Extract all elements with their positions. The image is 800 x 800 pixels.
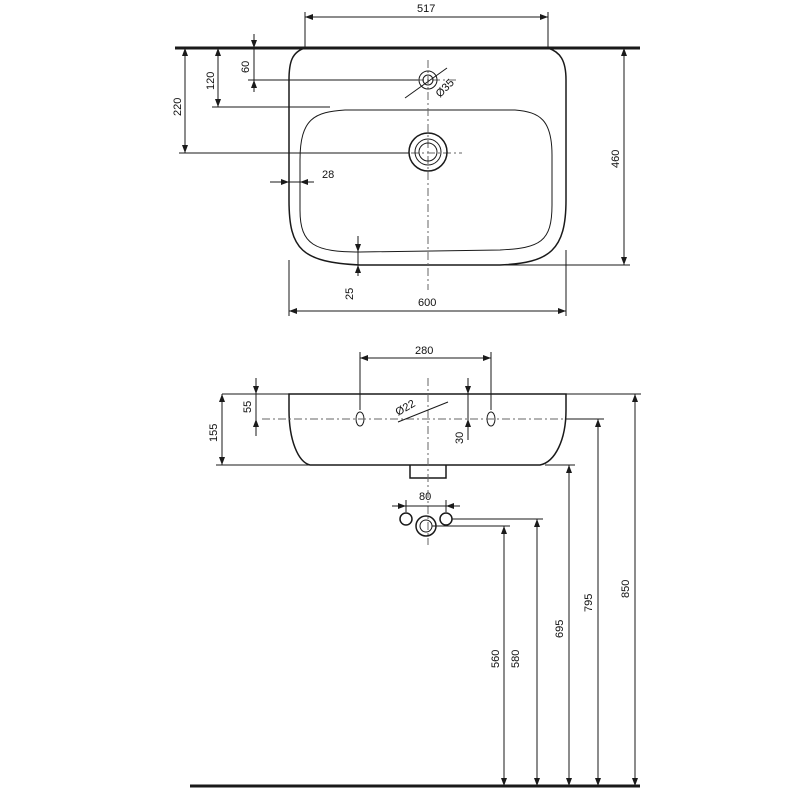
top-view: Ø35 517 600 460 60 xyxy=(172,3,640,316)
fixing-diameter-leader xyxy=(397,401,449,423)
dim-580-label: 580 xyxy=(510,650,522,668)
dim-155-arrow-top xyxy=(219,394,225,402)
front-view: Ø22 30 280 55 155 8 xyxy=(190,345,641,788)
dim-220-arrow-top xyxy=(182,48,188,56)
waste-connection-inner xyxy=(419,519,433,533)
dim-795-arrow-top xyxy=(595,419,601,427)
dim-25-label: 25 xyxy=(344,288,356,300)
supply-hot xyxy=(399,512,413,526)
dim-80-arrow-left xyxy=(398,503,406,509)
dim-580-arrow-top xyxy=(534,519,540,527)
drain-middle xyxy=(414,138,442,166)
dim-55-label: 55 xyxy=(242,401,254,413)
dim-600-label: 600 xyxy=(418,297,436,309)
dim-80-label: 80 xyxy=(419,491,431,503)
dim-460-arrow-top xyxy=(621,48,627,56)
dim-25-arrow-bottom xyxy=(355,265,361,273)
drain-outer xyxy=(408,132,448,172)
dim-30-arrow-bottom xyxy=(465,419,471,427)
dim-280-arrow-right xyxy=(483,355,491,361)
dim-517-label: 517 xyxy=(417,3,435,15)
dim-850-label: 850 xyxy=(620,580,632,598)
tap-hole xyxy=(418,70,438,90)
dim-55-arrow-top xyxy=(253,386,259,394)
dim-280-arrow-left xyxy=(360,355,368,361)
dim-850-arrow-bottom xyxy=(632,778,638,786)
dim-695-label: 695 xyxy=(554,620,566,638)
dim-600-arrow-left xyxy=(289,308,297,314)
dim-695-arrow-bottom xyxy=(566,778,572,786)
dim-600-arrow-right xyxy=(558,308,566,314)
dim-280-label: 280 xyxy=(415,345,433,357)
dim-560-arrow-bottom xyxy=(501,778,507,786)
dim-25-arrow-top xyxy=(355,244,361,252)
dim-795-arrow-bottom xyxy=(595,778,601,786)
dim-120-arrow-bottom xyxy=(215,99,221,107)
dim-30-label: 30 xyxy=(454,432,466,444)
dim-695-arrow-top xyxy=(566,465,572,473)
bowl-inner-outline xyxy=(299,109,553,253)
dim-60-arrow-bottom xyxy=(251,80,257,88)
dim-460-arrow-bottom xyxy=(621,257,627,265)
dim-517-arrow-left xyxy=(305,14,313,20)
dim-560-arrow-top xyxy=(501,526,507,534)
dim-28-arrow-left xyxy=(281,179,289,185)
dim-580-arrow-bottom xyxy=(534,778,540,786)
dim-28-arrow-right xyxy=(300,179,308,185)
dim-155-label: 155 xyxy=(208,424,220,442)
tap-hole-inner xyxy=(422,74,434,86)
basin-outline-front xyxy=(288,393,567,466)
dim-795-label: 795 xyxy=(583,594,595,612)
dim-850-arrow-top xyxy=(632,394,638,402)
drain-inner xyxy=(418,142,438,162)
tap-hole-leader xyxy=(404,67,448,99)
dim-55-arrow-bottom xyxy=(253,419,259,427)
dim-220-arrow-bottom xyxy=(182,145,188,153)
basin-outline-top xyxy=(288,47,567,266)
supply-cold xyxy=(439,512,453,526)
dim-220-label: 220 xyxy=(172,98,184,116)
dim-28-label: 28 xyxy=(322,169,334,181)
dim-155-arrow-bottom xyxy=(219,457,225,465)
dim-460-label: 460 xyxy=(610,150,622,168)
dim-60-arrow-top xyxy=(251,40,257,48)
dim-80-arrow-right xyxy=(446,503,454,509)
dim-120-arrow-top xyxy=(215,48,221,56)
dim-120-label: 120 xyxy=(205,72,217,90)
dim-30-arrow-top xyxy=(465,386,471,394)
dim-560-label: 560 xyxy=(490,650,502,668)
dim-517-arrow-right xyxy=(540,14,548,20)
dim-60-label: 60 xyxy=(240,61,252,73)
